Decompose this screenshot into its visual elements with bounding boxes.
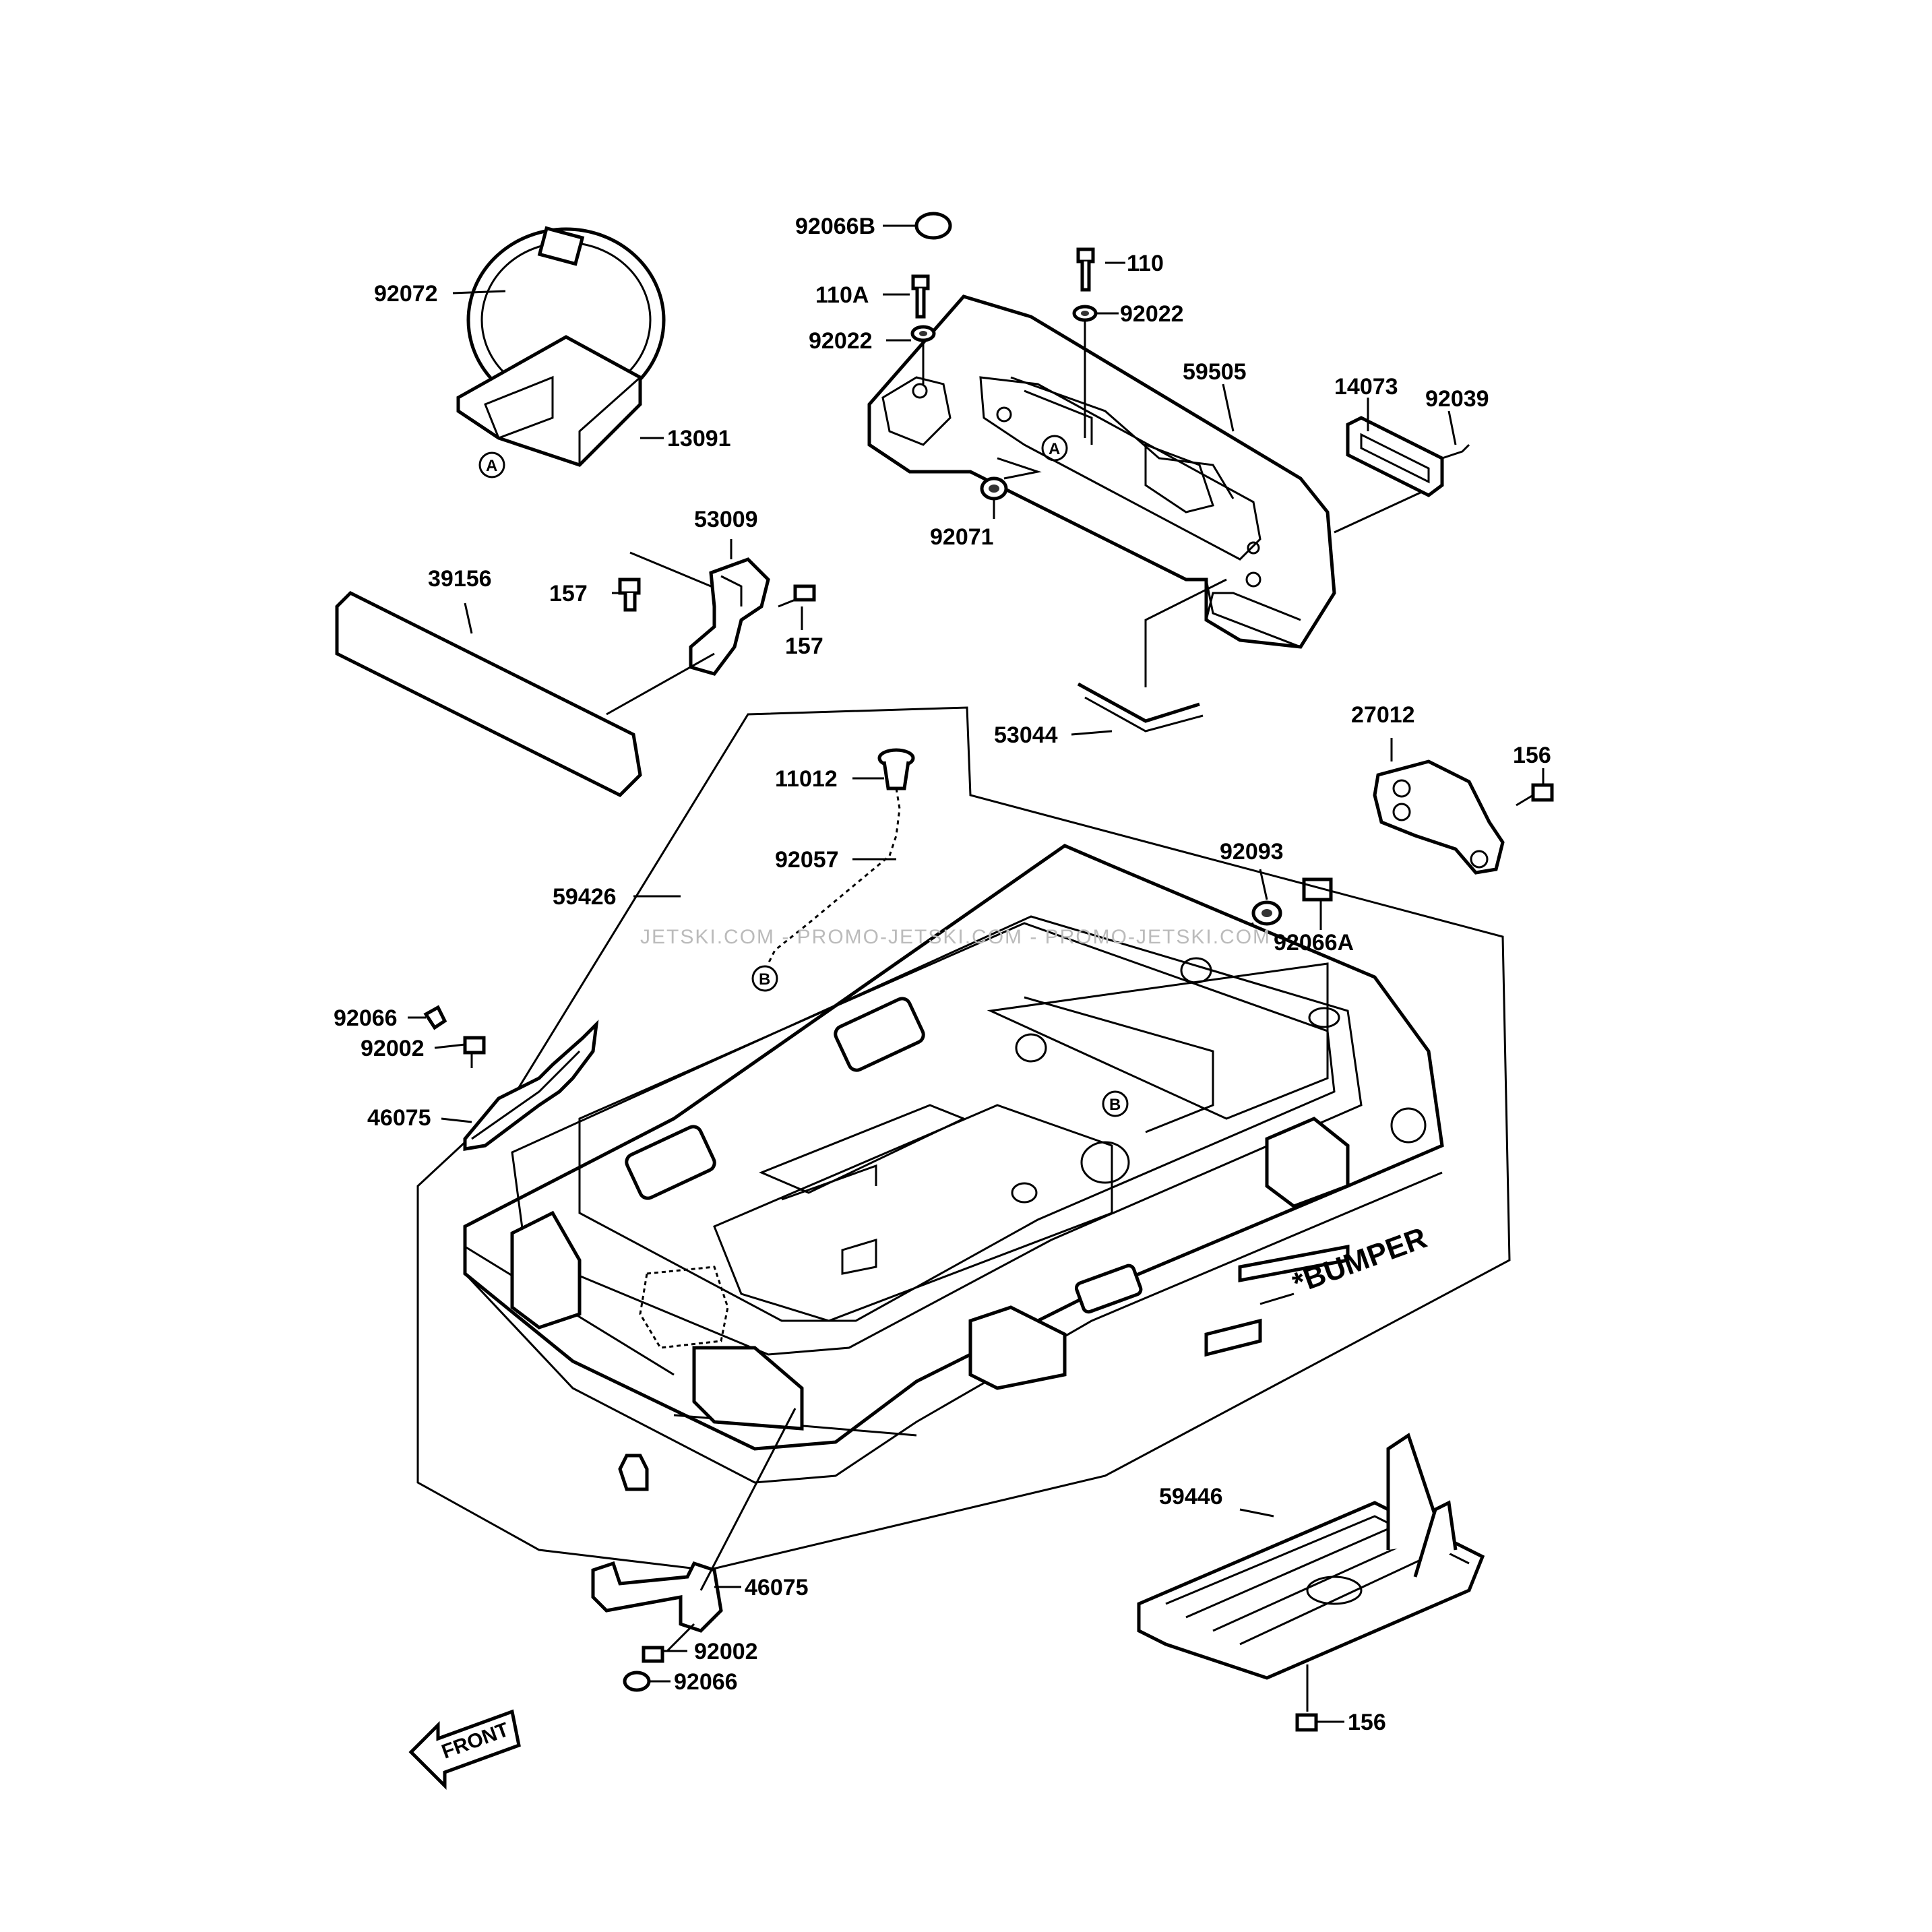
- screw-157-right: [793, 584, 816, 602]
- label-156-lower: 156: [1348, 1710, 1386, 1735]
- label-110A: 110A: [815, 282, 869, 308]
- marker-a-2: A: [1041, 435, 1068, 462]
- bolt-92002-lower: [642, 1646, 664, 1663]
- label-59426: 59426: [553, 884, 617, 910]
- label-92071: 92071: [930, 524, 994, 550]
- bumper-label: *BUMPER: [1288, 1221, 1431, 1300]
- marker-b-2-text: B: [1109, 1096, 1121, 1114]
- label-157-left: 157: [549, 581, 588, 606]
- latch-53009: [606, 551, 816, 716]
- bolt-92002-left: [463, 1036, 486, 1055]
- label-92066B: 92066B: [795, 214, 875, 239]
- front-arrow: FRONT: [408, 1709, 521, 1790]
- label-59505: 59505: [1183, 359, 1247, 385]
- screw-157-left: [618, 578, 641, 595]
- handle-bracket-59505: [867, 294, 1336, 649]
- bracket-27012: [1373, 759, 1554, 875]
- label-46075-lower: 46075: [745, 1575, 809, 1600]
- left-bumper-parts: [423, 1005, 599, 1151]
- label-92093: 92093: [1220, 839, 1284, 865]
- label-92022-right: 92022: [1120, 301, 1184, 327]
- marker-b-1-text: B: [759, 970, 770, 989]
- deck-outline-59426: [416, 706, 1511, 1571]
- screw-156-top: [1531, 783, 1554, 802]
- marker-a-2-text: A: [1049, 440, 1060, 458]
- plug-92066A: [1302, 877, 1333, 902]
- label-92057: 92057: [775, 847, 839, 873]
- strap-buckle: [537, 226, 585, 266]
- label-156-top: 156: [1513, 743, 1551, 768]
- label-14073: 14073: [1334, 374, 1398, 400]
- watermark: JETSKI.COM - PROMO-JETSKI.COM - PROMO-JE…: [640, 926, 1271, 948]
- label-13091: 13091: [667, 426, 731, 451]
- cap-92066B: [914, 212, 952, 240]
- marker-b-1: B: [751, 965, 778, 992]
- label-92039: 92039: [1425, 386, 1489, 412]
- deck-body: [463, 844, 1444, 1491]
- label-92002-lower: 92002: [694, 1639, 758, 1664]
- leader-lines: [408, 224, 1545, 1723]
- marker-a-1: A: [478, 451, 505, 478]
- label-92066A: 92066A: [1274, 930, 1354, 956]
- pad-13091: [456, 335, 642, 467]
- label-157-right: 157: [785, 633, 823, 659]
- bumper-46075-lower: [591, 1561, 723, 1633]
- callout-labels: 92072 13091 92066B 110 110A 92022 92022 …: [334, 214, 1551, 1735]
- label-53009: 53009: [694, 507, 758, 532]
- label-11012: 11012: [775, 766, 838, 792]
- label-27012: 27012: [1351, 702, 1415, 728]
- bolt-110A: [915, 288, 926, 319]
- rod-53044: [1077, 578, 1227, 733]
- nut-92066-lower: [623, 1671, 651, 1692]
- fasteners-top: [910, 212, 1098, 501]
- bolt-110: [1080, 261, 1091, 292]
- marker-b-2: B: [1102, 1090, 1129, 1117]
- plate-14073: [1334, 416, 1470, 534]
- label-39156: 39156: [428, 566, 492, 592]
- label-92002-left: 92002: [361, 1036, 425, 1061]
- label-92066-lower: 92066: [674, 1669, 738, 1695]
- lower-bumper-parts: [591, 1408, 797, 1692]
- nut-92066-left: [423, 1005, 447, 1030]
- plug-11012: [767, 748, 915, 964]
- label-110: 110: [1127, 251, 1164, 276]
- label-53044: 53044: [994, 722, 1058, 748]
- label-92022-left: 92022: [809, 328, 873, 354]
- label-59446: 59446: [1159, 1484, 1223, 1509]
- plate-59446: [1137, 1433, 1485, 1732]
- label-92072: 92072: [374, 281, 438, 307]
- bumper-46075-left: [463, 1020, 599, 1151]
- label-92066-left: 92066: [334, 1005, 398, 1031]
- screw-92039: [1441, 443, 1470, 460]
- chain-92057: [767, 788, 901, 964]
- pad-39156: [335, 590, 642, 798]
- label-46075-left: 46075: [367, 1105, 431, 1131]
- marker-a-1-text: A: [486, 457, 497, 475]
- strap-assembly: [456, 226, 666, 467]
- screw-156-lower: [1295, 1713, 1318, 1732]
